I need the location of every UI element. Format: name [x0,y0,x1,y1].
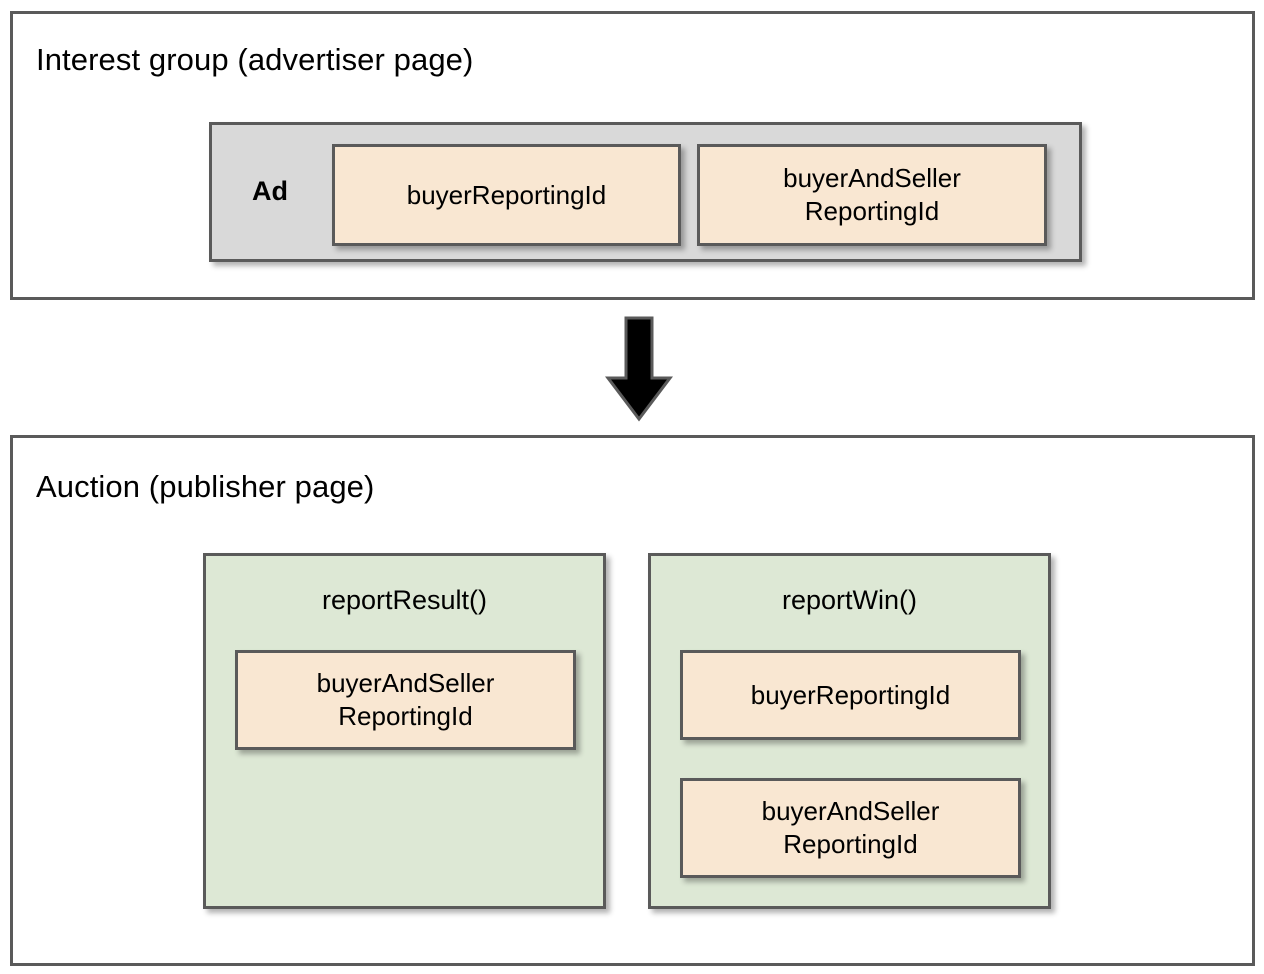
interest-group-panel: Interest group (advertiser page) Ad buye… [10,11,1255,300]
report-win-buyer-and-seller-reporting-id-box: buyerAndSeller ReportingId [680,778,1021,878]
ad-buyer-and-seller-reporting-id-box: buyerAndSeller ReportingId [697,144,1047,246]
rr-basrid-line-1: buyerAndSeller [316,668,495,698]
report-win-buyer-reporting-id-label: buyerReportingId [750,679,951,710]
report-result-title: reportResult() [321,585,488,615]
report-win-title: reportWin() [781,585,917,615]
ad-buyer-reporting-id-label: buyerReportingId [406,179,607,210]
report-result-box: reportResult() buyerAndSeller ReportingI… [203,553,606,909]
report-win-box: reportWin() buyerReportingId buyerAndSel… [648,553,1051,909]
auction-title: Auction (publisher page) [36,469,375,504]
rw-basrid-line-1: buyerAndSeller [761,796,940,826]
ad-container: Ad buyerReportingId buyerAndSeller Repor… [209,122,1082,262]
rw-basrid-line-2: ReportingId [783,829,918,859]
report-result-buyer-and-seller-reporting-id-box: buyerAndSeller ReportingId [235,650,576,750]
auction-panel: Auction (publisher page) [10,435,1255,966]
ad-basrid-line-2: ReportingId [804,196,940,226]
ad-buyer-reporting-id-box: buyerReportingId [332,144,681,246]
report-win-buyer-reporting-id-box: buyerReportingId [680,650,1021,740]
rr-basrid-line-2: ReportingId [338,701,473,731]
ad-label: Ad [252,176,288,206]
report-result-basrid-label: buyerAndSeller ReportingId [317,667,495,733]
down-arrow-icon [604,316,674,422]
interest-group-title: Interest group (advertiser page) [36,42,474,77]
ad-buyer-and-seller-reporting-id-label: buyerAndSeller ReportingId [783,162,961,228]
ad-basrid-line-1: buyerAndSeller [783,163,961,193]
report-win-basrid-label: buyerAndSeller ReportingId [762,795,940,861]
